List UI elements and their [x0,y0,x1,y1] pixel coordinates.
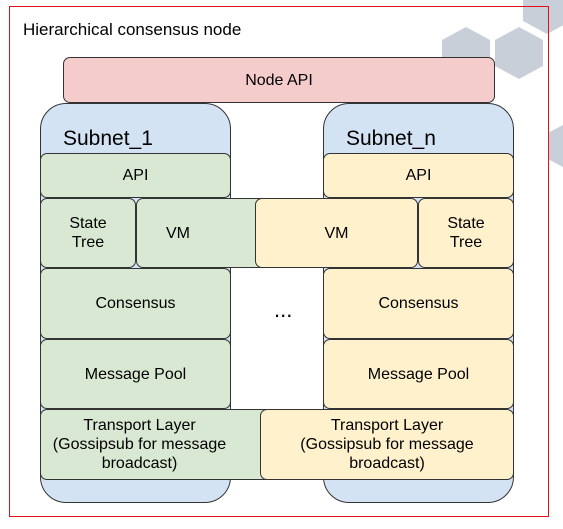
subnet-1-label: Subnet_1 [63,127,153,150]
subnet-n-vm-box: VM [255,198,418,268]
hexagon-shape [495,27,543,79]
hexagon-shape [523,0,563,34]
state-tree-label-line: Tree [449,234,483,251]
diagram-title: Hierarchical consensus node [23,20,242,39]
hexagon-shape [548,124,563,168]
subnet-1-consensus-box: Consensus [40,268,231,339]
transport-label-line: Transport Layer [330,417,444,434]
subnet-1-message-pool-box: Message Pool [40,339,231,409]
subnet-1-vm-box: VM [136,198,276,268]
ellipsis-label: ... [274,297,293,322]
transport-label-line: Transport Layer [83,417,196,434]
subnet-n-message-pool-box: Message Pool [323,339,514,409]
subnet-n-state-tree-box: State Tree [418,198,514,268]
transport-label-line: (Gossipsub for message [300,436,474,453]
subnet-n-transport-layer-box: Transport Layer (Gossipsub for message b… [260,409,514,480]
transport-label-line: broadcast) [349,455,425,472]
subnet-1-transport-layer-box: Transport Layer (Gossipsub for message b… [40,409,280,480]
transport-label-line: broadcast) [101,455,178,472]
subnet-1-state-tree-box: State Tree [40,198,136,268]
subnet-n-consensus-box: Consensus [323,268,514,339]
node-api-box: Node API [63,57,495,103]
subnet-n-api-box: API [323,153,514,198]
node-frame [9,6,549,517]
transport-label-line: (Gossipsub for message [52,436,227,453]
state-tree-label-line: State [69,215,107,232]
state-tree-label-line: State [447,215,485,232]
subnet-1-api-box: API [40,153,231,198]
state-tree-label-line: Tree [71,234,105,251]
subnet-n-label: Subnet_n [346,127,436,150]
